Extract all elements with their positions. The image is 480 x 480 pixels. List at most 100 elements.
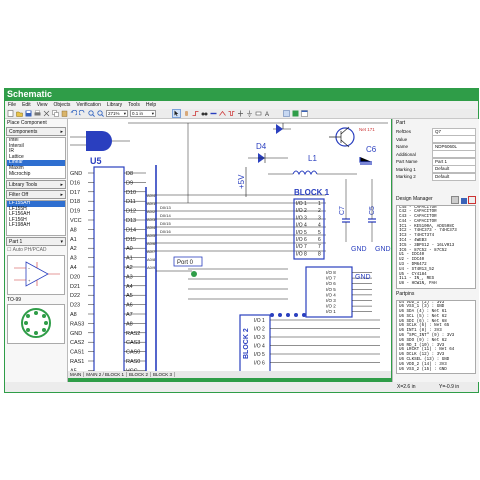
part-select[interactable]: Part 1▾: [6, 237, 66, 246]
partpin-list-item[interactable]: U6 SDI (6) : Net 68: [399, 319, 447, 324]
component-list-item[interactable]: C42 - CAPACITOR: [399, 210, 437, 215]
partpin-list-item[interactable]: U6 SDO (9) : Net 62: [399, 338, 447, 343]
menu-verification[interactable]: Verification: [76, 102, 101, 108]
zoom-out-icon[interactable]: [97, 110, 104, 117]
copy-icon[interactable]: [52, 110, 59, 117]
component-list-item[interactable]: C44 - CAPACITOR: [399, 219, 437, 224]
part-item[interactable]: LF156H: [9, 216, 27, 223]
zoom-in-icon[interactable]: [88, 110, 95, 117]
component-list-item[interactable]: IC5 - 3BPS12 - 16LV013: [399, 243, 455, 248]
component-list-item[interactable]: IC6 - 87C52 - 87C52: [399, 248, 447, 253]
menu-help[interactable]: Help: [145, 102, 157, 108]
tab-block3[interactable]: BLOCK 3: [151, 372, 176, 377]
part-item[interactable]: LF156AH: [9, 211, 31, 218]
manufacturer-item[interactable]: IR: [9, 148, 14, 155]
window-icon[interactable]: [301, 110, 308, 117]
manufacturer-item[interactable]: Maxim: [9, 164, 24, 171]
select-tool-icon[interactable]: [172, 109, 181, 118]
wire-view-icon[interactable]: [468, 195, 476, 204]
part-item-selected[interactable]: LF155AH: [7, 201, 65, 207]
components-dropdown[interactable]: Components▸: [6, 127, 66, 136]
auto-pin-option[interactable]: ☐ Auto PH/PCAD: [5, 246, 67, 254]
partpin-list-item[interactable]: U6 VSS_1 (3) : GND: [399, 305, 445, 310]
component-list-item[interactable]: U4 - ST4R13_52: [399, 267, 435, 272]
component-list-item[interactable]: U3 - DM6472: [399, 263, 427, 268]
component-tool-icon[interactable]: [228, 110, 235, 117]
component-list-item[interactable]: IC1 - KE5100A, ADG508C: [399, 224, 455, 229]
partpin-list-item[interactable]: U6 INT1 (8) : 3V3: [399, 329, 442, 334]
tab-main[interactable]: MAIN: [68, 372, 85, 377]
partpin-list-item[interactable]: U4 VDD_1 (2) : 3V3: [399, 300, 445, 305]
netlist-view-icon[interactable]: [460, 197, 467, 204]
redo-icon[interactable]: [78, 109, 86, 117]
manufacturer-item[interactable]: Lattice: [9, 153, 24, 160]
checkbox-icon[interactable]: ☐: [7, 247, 12, 253]
library-tools-button[interactable]: Library Tools▸: [6, 180, 66, 189]
component-list-item[interactable]: C43 - CAPACITOR: [399, 215, 437, 220]
print-icon[interactable]: [34, 110, 41, 117]
tab-main2-block1[interactable]: MAIN 2 / BLOCK 1: [84, 372, 128, 377]
part-item[interactable]: LF198AH: [9, 222, 31, 229]
manufacturer-item-selected[interactable]: Linear: [7, 160, 65, 166]
ground-tool-icon[interactable]: [246, 110, 253, 117]
component-list-item[interactable]: U1 - IDC40: [399, 253, 425, 258]
paste-icon[interactable]: [61, 110, 68, 117]
grid-select[interactable]: 0.1 in▾: [130, 110, 156, 117]
partpin-list-item[interactable]: U6 RD_I (10) : 3V3: [399, 343, 445, 348]
new-icon[interactable]: [7, 110, 14, 117]
hand-tool-icon[interactable]: [183, 110, 190, 117]
cut-icon[interactable]: [43, 110, 50, 117]
undo-icon[interactable]: [70, 109, 78, 117]
wire-tool-icon[interactable]: [192, 110, 199, 117]
menu-edit[interactable]: Edit: [22, 102, 31, 108]
partpin-list-item[interactable]: U6 SCL (5) : Net 62: [399, 314, 447, 319]
partpin-list-item[interactable]: U6 CLKSEL (13) : GND: [399, 358, 450, 363]
text-tool-icon[interactable]: A: [264, 110, 271, 118]
manufacturer-item[interactable]: Microchip: [9, 170, 31, 177]
component-list-item[interactable]: U2 - IDC40: [399, 258, 425, 263]
menu-file[interactable]: File: [8, 102, 17, 108]
layout-icon[interactable]: [292, 110, 299, 117]
save-icon[interactable]: [25, 110, 32, 117]
component-list-item[interactable]: IC4 - 4WEB3: [399, 239, 427, 244]
menu-view[interactable]: View: [36, 102, 48, 108]
partpin-list-item[interactable]: U6 "SPC_INT" (9) : 3V3: [399, 334, 455, 339]
net-label-icon[interactable]: [219, 110, 226, 117]
component-list-item[interactable]: IC3 - 74HCT374: [399, 234, 435, 239]
partpin-list-item[interactable]: U6 SCLK (6) : Net 65: [399, 324, 450, 329]
partpin-list-item[interactable]: U6 DCLK (12) : 3V3: [399, 353, 445, 358]
component-list-item[interactable]: U8 - HCW1N, PAH: [399, 282, 437, 287]
block2-box[interactable]: [239, 314, 271, 371]
zoom-select[interactable]: 271%▾: [106, 110, 128, 117]
open-icon[interactable]: [16, 110, 23, 117]
bus-tool-icon[interactable]: [210, 110, 217, 117]
filter-button[interactable]: Filter Off▸: [6, 190, 66, 199]
find-icon[interactable]: [201, 110, 208, 117]
u5-chip[interactable]: [93, 166, 125, 371]
port-tool-icon[interactable]: [255, 110, 262, 117]
parts-list[interactable]: LF155AH LF155H LF156AH LF156H LF198AH: [6, 200, 66, 236]
tab-block2[interactable]: BLOCK 2: [127, 372, 152, 377]
part-item[interactable]: LF155H: [9, 205, 27, 212]
component-list-item[interactable]: C45 - CAPACITOR: [399, 205, 437, 210]
component-list-item[interactable]: IL1 - IN_, RES: [399, 277, 435, 282]
component-view-icon[interactable]: [451, 195, 460, 204]
property-value[interactable]: Default: [432, 172, 476, 181]
menu-library[interactable]: Library: [106, 102, 123, 108]
block1-box[interactable]: [293, 198, 325, 260]
partpin-list-item[interactable]: U6 SDA (4) : Net 61: [399, 310, 447, 315]
manufacturer-item[interactable]: Intel: [9, 137, 19, 143]
partpin-list-item[interactable]: U6 VSS_2 (15) : GND: [399, 367, 447, 372]
component-list-item[interactable]: IC2 - 74HC373 - 74HC373: [399, 229, 457, 234]
partpin-list-item[interactable]: U6 LRCKT (11) : Net 64: [399, 348, 455, 353]
component-list-item[interactable]: U5 - CY4184: [399, 272, 427, 277]
menu-objects[interactable]: Objects: [53, 102, 71, 108]
block1-io-box[interactable]: [305, 266, 353, 318]
partpin-list-item[interactable]: U6 VDD_2 (14) : 3V3: [399, 362, 447, 367]
power-tool-icon[interactable]: [237, 110, 244, 117]
menu-tools[interactable]: Tools: [128, 102, 140, 108]
manufacturer-list[interactable]: Intel Intersil IR Lattice Linear Maxim M…: [6, 137, 66, 179]
